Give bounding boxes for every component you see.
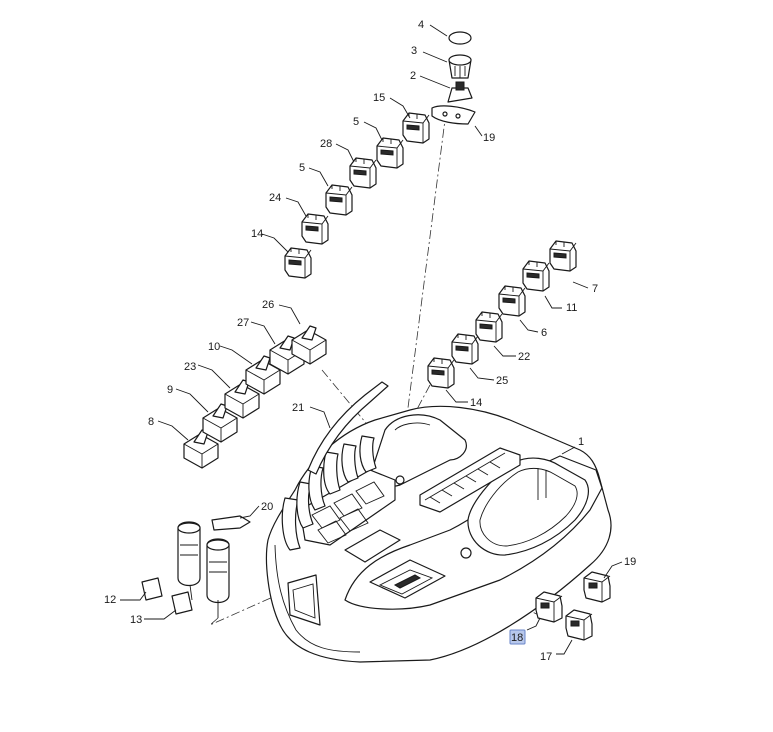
callout-7[interactable]: 7 (592, 283, 598, 295)
switch-part (284, 247, 312, 279)
callout-5[interactable]: 5 (353, 116, 359, 128)
callout-6[interactable]: 6 (541, 327, 547, 339)
switch-part (498, 285, 526, 317)
callout-1[interactable]: 1 (578, 436, 584, 448)
callout-25[interactable]: 24 (269, 192, 281, 204)
callout-21[interactable]: 20 (261, 501, 273, 513)
callout-26[interactable]: 25 (496, 375, 508, 387)
callout-2[interactable]: 2 (410, 70, 416, 82)
switch-part (549, 240, 577, 272)
switch-part (376, 137, 404, 169)
callout-18[interactable]: 18 (511, 632, 523, 644)
top-knob-assembly (431, 31, 476, 125)
callout-11[interactable]: 11 (566, 302, 577, 314)
highlight-box-18 (509, 629, 526, 645)
switch-part (475, 311, 503, 343)
callout-labels: 4 3 2 19 15 5 28 5 24 14 7 11 6 22 25 14… (104, 19, 636, 663)
callout-10[interactable]: 10 (208, 341, 220, 353)
callout-24[interactable]: 23 (184, 361, 196, 373)
callout-12[interactable]: 12 (104, 594, 116, 606)
switch-part (427, 357, 455, 389)
switch-part (583, 571, 611, 603)
callout-29[interactable]: 28 (320, 138, 332, 150)
switch-part (402, 112, 430, 144)
callout-23[interactable]: 22 (518, 351, 530, 363)
callout-28[interactable]: 27 (237, 317, 249, 329)
callout-4[interactable]: 4 (418, 19, 424, 31)
callout-20[interactable]: 19 (483, 132, 495, 144)
callout-14[interactable]: 14 (470, 397, 482, 409)
switch-part (349, 157, 377, 189)
callout-27[interactable]: 26 (262, 299, 274, 311)
callout-8[interactable]: 8 (148, 416, 154, 428)
power-socket-assembly (141, 515, 251, 618)
callout-13[interactable]: 13 (130, 614, 142, 626)
switch-part (451, 333, 479, 365)
hose-part (307, 381, 389, 475)
callout-17[interactable]: 17 (540, 651, 552, 663)
callout-19[interactable]: 19 (624, 556, 636, 568)
switch-part (301, 213, 329, 245)
callout-16[interactable]: 15 (373, 92, 385, 104)
callout-15[interactable]: 14 (251, 228, 263, 240)
switch-part (522, 260, 550, 292)
console-housing (265, 405, 612, 663)
callout-5[interactable]: 5 (299, 162, 305, 174)
switch-part (565, 609, 593, 641)
callout-3[interactable]: 3 (411, 45, 417, 57)
callout-9[interactable]: 9 (167, 384, 173, 396)
leader-lines (120, 24, 623, 655)
callout-22[interactable]: 21 (292, 402, 304, 414)
switch-part (325, 184, 353, 216)
switch-part (535, 591, 563, 623)
